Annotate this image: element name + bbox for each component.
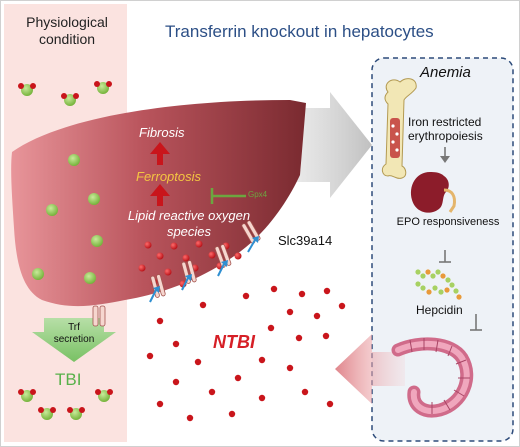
hepatocyte-iron-icons (32, 154, 103, 284)
gpx4-label: Gpx4 (248, 190, 268, 199)
transferrin-molecule-icon (38, 407, 56, 420)
iron-dot-icon (84, 272, 96, 284)
hepcidin-label: Hepcidin (416, 303, 463, 317)
tbi-label: TBI (55, 370, 82, 389)
iron-dot-icon (91, 235, 103, 247)
trf-secretion-arrow (32, 318, 116, 362)
ntbi-label: NTBI (213, 332, 255, 352)
trf-secretion-label: Trf secretion (53, 322, 95, 345)
hepcidin-inhibition (470, 314, 482, 331)
ferroptosis-to-fibrosis-arrow (150, 142, 170, 165)
lipid-ros-label: Lipid reactive oxygen species (127, 208, 251, 239)
physiological-condition-label: Physiological condition (26, 14, 108, 47)
ntbi-blood-dots (146, 285, 346, 422)
knockout-title: Transferrin knockout in hepatocytes (165, 22, 434, 41)
transferrin-molecule-icon (18, 83, 36, 96)
transferrin-icons-bottom (18, 389, 113, 420)
epo-label: EPO responsiveness (396, 216, 500, 228)
transferrin-molecule-icon (67, 407, 85, 420)
anemia-title: Anemia (420, 64, 471, 81)
bone-icon (381, 78, 417, 179)
zip14-transporter-icon (241, 220, 261, 244)
slc39a14-label: Slc39a14 (278, 233, 333, 248)
transferrin-icons-top (18, 81, 112, 106)
iron-dot-icon (32, 268, 44, 280)
iron-dot-icon (88, 193, 100, 205)
epo-inhibition (439, 250, 451, 263)
iron-dot-icon (46, 204, 58, 216)
transferrin-molecule-icon (94, 81, 112, 94)
hepcidin-peptide-icon (415, 269, 462, 300)
fibrosis-label: Fibrosis (139, 125, 185, 140)
transferrin-molecule-icon (18, 389, 36, 402)
zip14-transporter-icon (150, 274, 166, 298)
progression-arrows (150, 142, 170, 206)
transferrin-molecule-icon (61, 93, 79, 106)
intestine-to-ntbi-arrow (335, 334, 405, 404)
lipid-to-ferroptosis-arrow (150, 184, 170, 206)
ferroptosis-label: Ferroptosis (136, 169, 202, 184)
intestine-icon (391, 337, 474, 418)
iron-restricted-label: Iron restricted erythropoiesis (408, 115, 483, 143)
kidney-icon (410, 172, 456, 213)
bone-to-kidney-arrow (440, 147, 450, 163)
gpx4-inhibition (210, 188, 246, 204)
ntbi-uptake-arrows (149, 236, 259, 303)
transferrin-molecule-icon (95, 389, 113, 402)
transporter-icon (92, 305, 106, 327)
iron-dot-icon (68, 154, 80, 166)
